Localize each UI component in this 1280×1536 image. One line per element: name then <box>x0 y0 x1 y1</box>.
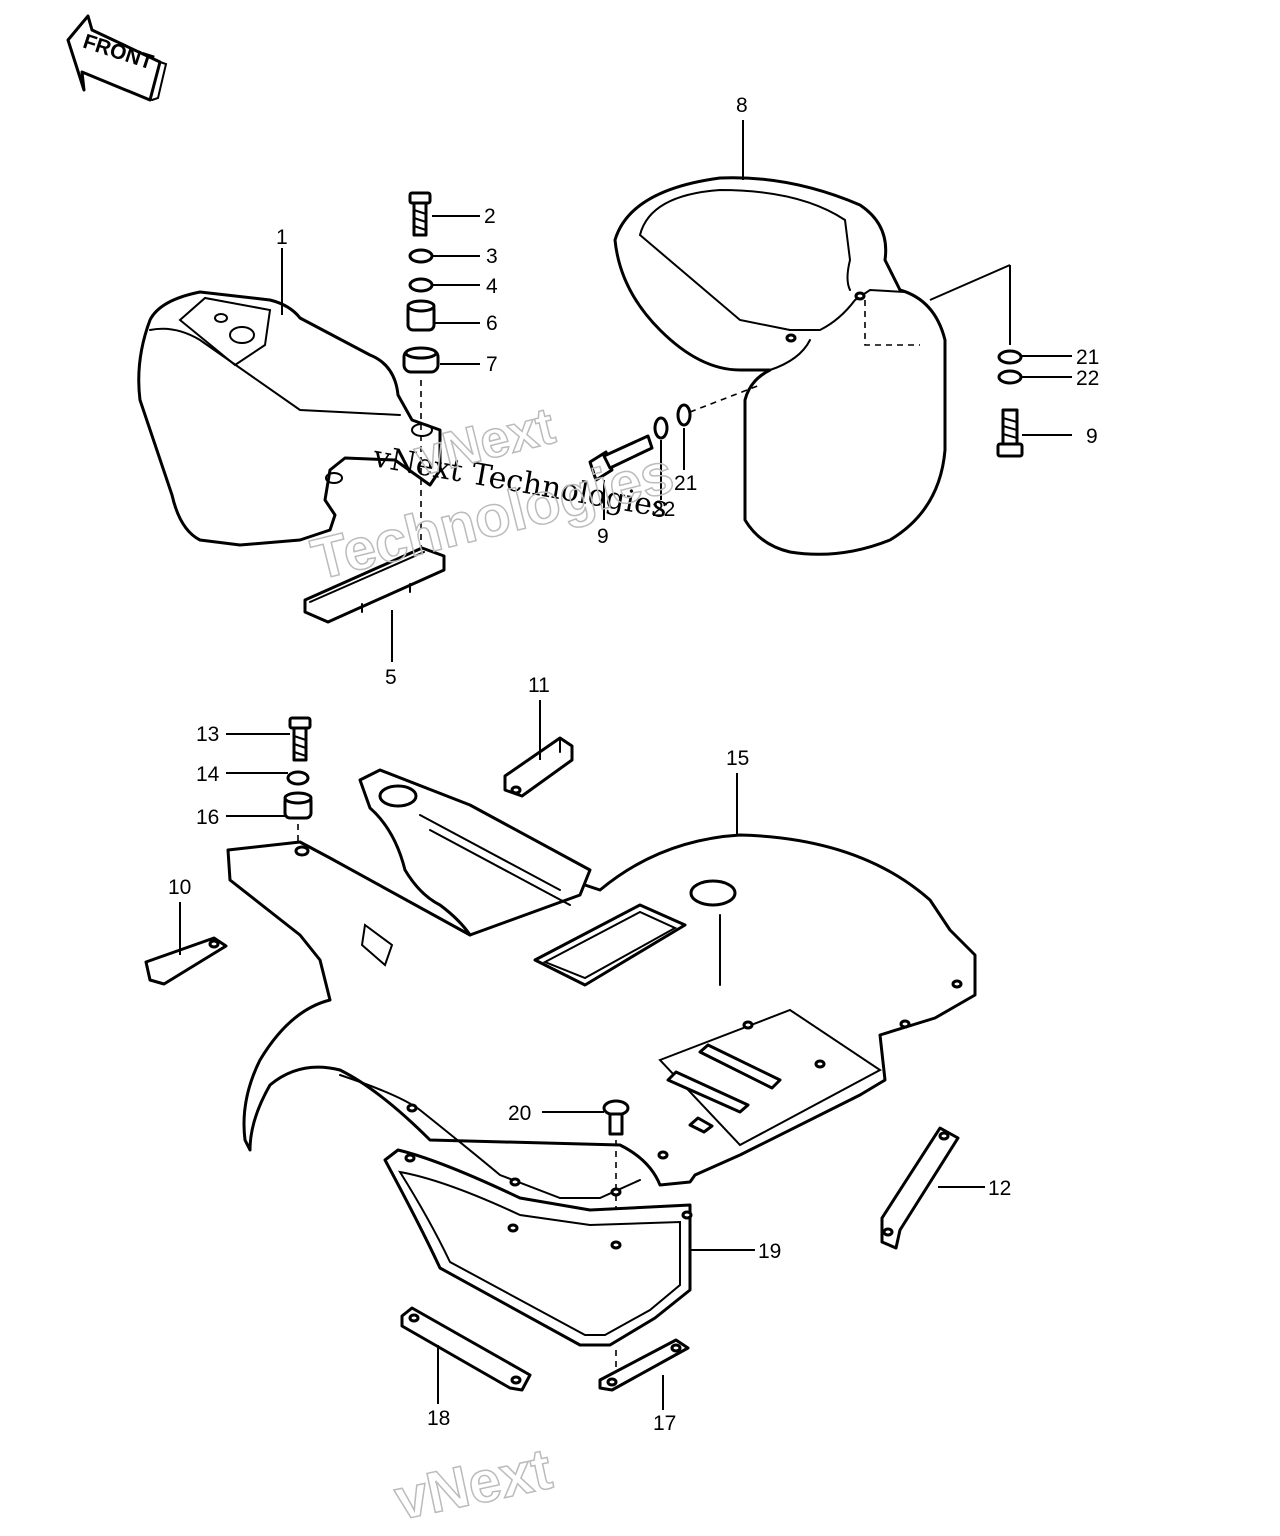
callout-14: 14 <box>196 763 220 786</box>
guideline-8-left <box>689 384 761 413</box>
leader-lines <box>179 120 1072 1410</box>
callout-12: 12 <box>988 1177 1011 1200</box>
washer-part-21 <box>997 349 1023 365</box>
callout-7: 7 <box>486 353 498 376</box>
callout-4: 4 <box>486 275 498 298</box>
bracket-part-10 <box>144 936 228 986</box>
callout-9-left: 9 <box>597 525 609 548</box>
rear-seat-part-8 <box>613 176 947 556</box>
callout-22-left: 22 <box>652 498 675 521</box>
bolt-part-9-right <box>996 408 1024 458</box>
callout-18: 18 <box>427 1407 450 1430</box>
washer-part-21-left <box>676 403 692 427</box>
bolt-part-9-left <box>588 434 654 482</box>
callout-6: 6 <box>486 312 498 335</box>
callout-17: 17 <box>653 1412 676 1435</box>
bracket-part-5 <box>303 546 446 624</box>
screw-part-20 <box>602 1099 630 1136</box>
washer-part-4 <box>408 277 434 293</box>
collar-part-6 <box>406 299 436 332</box>
bracket-part-12 <box>880 1126 960 1250</box>
strip-part-17 <box>598 1338 690 1392</box>
callout-1: 1 <box>276 226 288 249</box>
washer-part-22-left <box>653 416 669 440</box>
callout-10: 10 <box>168 876 191 899</box>
bolt-part-13 <box>288 716 312 762</box>
callout-19: 19 <box>758 1240 781 1263</box>
washer-part-22 <box>997 369 1023 385</box>
front-cover-part-1 <box>137 290 442 547</box>
grommet-part-7 <box>402 346 440 374</box>
callout-8: 8 <box>736 94 748 117</box>
callout-21-left: 21 <box>674 472 697 495</box>
callout-11: 11 <box>528 674 550 697</box>
rear-fender-part-15 <box>226 768 977 1199</box>
callout-2: 2 <box>484 205 496 228</box>
washer-part-14 <box>286 770 310 786</box>
front-arrow: FRONT <box>66 14 168 102</box>
callout-labels: 1 2 3 4 5 6 7 8 9 9 10 11 12 13 14 15 16… <box>168 94 1099 1435</box>
bracket-part-11 <box>503 736 574 798</box>
callout-5: 5 <box>385 666 397 689</box>
callout-21-right: 21 <box>1076 346 1099 369</box>
callout-13: 13 <box>196 723 219 746</box>
washer-part-3 <box>408 248 434 264</box>
strip-part-18 <box>400 1306 532 1392</box>
callout-3: 3 <box>486 245 498 268</box>
callout-15: 15 <box>726 747 749 770</box>
callout-9-right: 9 <box>1086 425 1098 448</box>
mudflap-part-19 <box>383 1148 693 1347</box>
callout-16: 16 <box>196 806 219 829</box>
bolt-part-2 <box>408 191 432 237</box>
guideline-8-right <box>929 264 1011 301</box>
callout-22-right: 22 <box>1076 367 1099 390</box>
watermark-vnext-bottom: vNext <box>389 1436 557 1532</box>
collar-part-16 <box>283 791 313 820</box>
callout-20: 20 <box>508 1102 531 1125</box>
